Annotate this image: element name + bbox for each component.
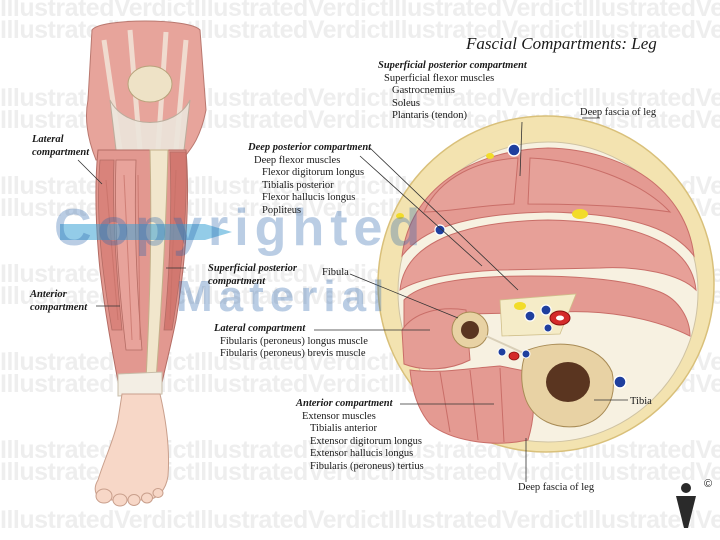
superficial-vessels <box>434 143 627 389</box>
label-line: compartment <box>30 301 88 313</box>
label-line: compartment <box>32 146 90 158</box>
watermark-row: IllustratedVerdictIllustratedVerdictIllu… <box>0 0 720 22</box>
label-deep-fascia-bottom: Deep fascia of leg <box>518 482 595 493</box>
label-item: Flexor hallucis longus <box>262 192 356 203</box>
cross-section <box>377 115 715 453</box>
label-heading: Deep posterior compartment <box>248 142 372 153</box>
anterior-muscle-divisions <box>439 367 505 443</box>
label-lateral-compartment: Lateral compartment Fibularis (peroneus)… <box>214 323 368 361</box>
label-item: Gastrocnemius <box>392 85 455 96</box>
label-deep-fascia-top: Deep fascia of leg <box>580 107 657 118</box>
right-leader-lines <box>314 117 628 482</box>
label-superficial-posterior: Superficial posterior compartment Superf… <box>378 60 527 123</box>
copyright-symbol: © <box>704 478 713 490</box>
label-item: Popliteus <box>262 204 302 216</box>
label-item: Superficial flexor muscles <box>384 72 495 84</box>
watermark-material: Material <box>176 272 391 321</box>
lateral-compartment-muscle <box>98 159 123 331</box>
label-left-anterior: Anterior compartment <box>30 289 87 314</box>
patella <box>127 65 173 103</box>
label-item: Extensor digitorum longus <box>310 435 422 447</box>
tibia-marrow <box>546 362 590 402</box>
gastrocnemius-medial <box>423 157 519 213</box>
label-item: Flexor digitorum longus <box>262 167 365 178</box>
leg-illustration <box>60 20 232 507</box>
anterior-tibial-bundle <box>497 347 531 361</box>
fibula-marrow <box>461 321 479 339</box>
label-left-lateral: Lateral compartment <box>32 134 89 159</box>
label-item: Fibularis (peroneus) tertius <box>310 460 424 472</box>
soleus-band <box>399 219 697 292</box>
figure-title: Fascial Compartments: Leg <box>466 34 657 53</box>
watermark-copyrighted: Copyrighted <box>54 199 427 257</box>
label-left-superficial-posterior: Superficial posterior compartment <box>208 263 297 288</box>
publisher-logo <box>676 483 696 528</box>
knee-ligaments <box>109 99 191 151</box>
label-anterior-compartment: Anterior compartment Extensor muscles Ti… <box>296 398 424 473</box>
label-item: Plantaris (tendon) <box>392 110 467 121</box>
label-item: Fibularis (peroneus) longus muscle <box>220 335 368 347</box>
extensor-retinaculum <box>117 371 163 397</box>
label-deep-posterior: Deep posterior compartment Deep flexor m… <box>248 142 371 217</box>
anterior-compartment-muscle-section <box>409 365 535 444</box>
label-item: Tibialis anterior <box>310 423 377 434</box>
left-leader-lines <box>77 159 186 307</box>
label-line: compartment <box>208 275 266 287</box>
label-heading: Superficial posterior compartment <box>378 60 527 71</box>
watermark-row: IllustratedVerdictIllustratedVerdictIllu… <box>0 506 720 534</box>
anterior-compartment-muscle <box>115 159 143 351</box>
label-line: Anterior <box>30 289 67 300</box>
label-item: Extensor muscles <box>302 410 376 422</box>
foot <box>94 393 170 501</box>
muscle-fibers <box>105 169 177 341</box>
label-item: Extensor hallucis longus <box>310 448 414 459</box>
label-heading: Lateral compartment <box>214 323 306 334</box>
label-item: Soleus <box>392 97 421 109</box>
label-item: Deep flexor muscles <box>254 154 341 166</box>
posterior-tibial-bundle <box>514 302 571 333</box>
section-plane-arrow <box>60 224 232 240</box>
label-line: Superficial posterior <box>208 263 297 274</box>
label-line: Lateral <box>32 134 64 145</box>
gastrocnemius-lateral <box>527 157 672 213</box>
label-fibula: Fibula <box>322 267 349 278</box>
label-item: Tibialis posterior <box>262 179 334 191</box>
label-tibia: Tibia <box>630 396 652 407</box>
label-item: Fibularis (peroneus) brevis muscle <box>220 348 366 359</box>
superficial-nerves <box>396 153 588 219</box>
superficial-posterior-muscle <box>163 151 187 331</box>
label-heading: Anterior compartment <box>296 398 393 409</box>
toes <box>95 488 164 507</box>
